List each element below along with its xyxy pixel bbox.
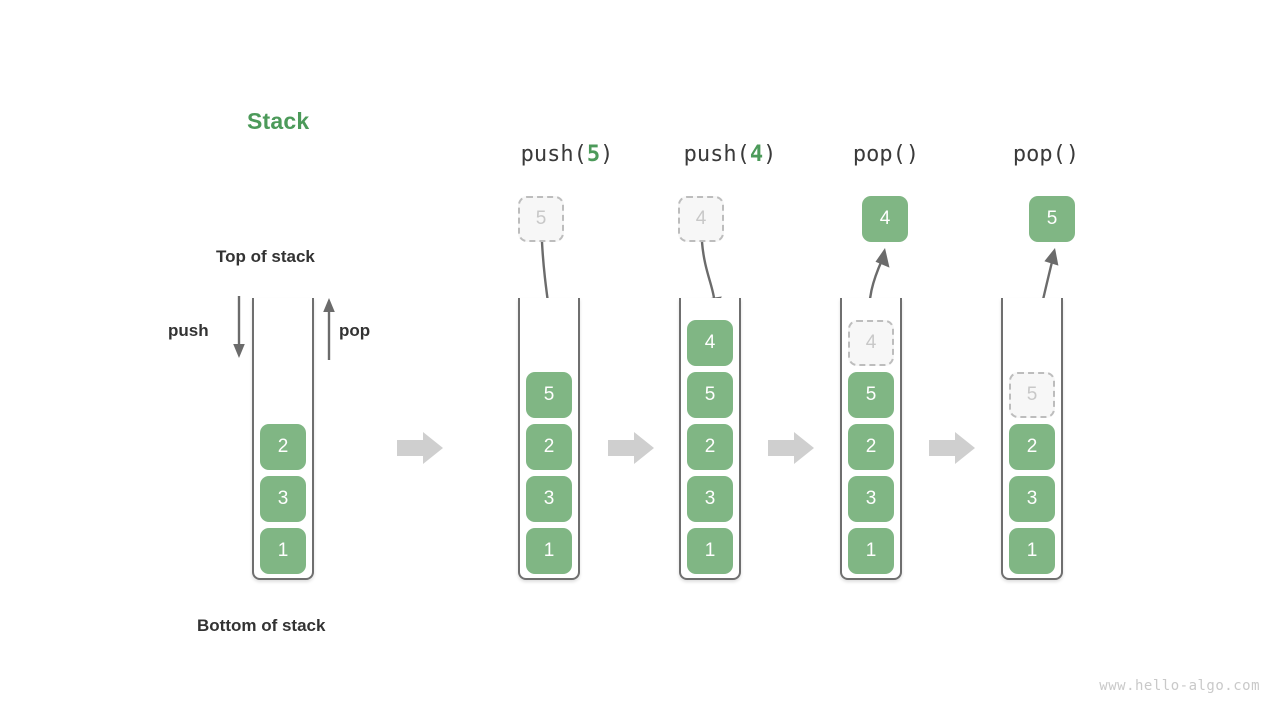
op-close: ) (905, 142, 920, 167)
page-title: Stack (247, 108, 310, 134)
stack-cell: 3 (260, 476, 306, 522)
stack-cell: 1 (526, 528, 572, 574)
watermark: www.hello-algo.com (1099, 678, 1260, 694)
op-header-push-4: push(4) (650, 142, 810, 167)
block-arrow-right-icon (608, 432, 654, 464)
stack-ghost-cell: 5 (1009, 372, 1055, 418)
stack-cell: 3 (687, 476, 733, 522)
floating-ghost-cell: 4 (678, 196, 724, 242)
block-arrow-right-icon (929, 432, 975, 464)
block-arrow-right-icon (768, 432, 814, 464)
op-close: ) (600, 142, 614, 167)
block-arrow-right-icon (397, 432, 443, 464)
top-of-stack-label: Top of stack (216, 247, 315, 266)
stack-cell: 2 (526, 424, 572, 470)
floating-popped-cell: 5 (1029, 196, 1075, 242)
stack-cell: 1 (687, 528, 733, 574)
op-header-pop-1: pop() (806, 142, 966, 167)
op-arg: 5 (586, 142, 601, 167)
push-label: push (168, 321, 209, 340)
stack-cell: 2 (1009, 424, 1055, 470)
stack-cell: 5 (526, 372, 572, 418)
op-fn: push( (683, 142, 750, 167)
stack-cell: 2 (260, 424, 306, 470)
bottom-of-stack-label: Bottom of stack (197, 616, 326, 635)
floating-ghost-cell: 5 (518, 196, 564, 242)
arrow-down-icon (233, 296, 245, 358)
stack-cell: 5 (848, 372, 894, 418)
op-header-pop-2: pop() (966, 142, 1126, 167)
op-close: ) (763, 142, 777, 167)
stack-cell: 2 (848, 424, 894, 470)
pop-label: pop (339, 321, 371, 340)
op-close: ) (1065, 142, 1080, 167)
stack-cell: 1 (1009, 528, 1055, 574)
op-fn: push( (520, 142, 587, 167)
stack-cell: 4 (687, 320, 733, 366)
op-fn: pop( (852, 142, 906, 167)
op-arg: 4 (749, 142, 764, 167)
stack-cell: 3 (526, 476, 572, 522)
stack-ghost-cell: 4 (848, 320, 894, 366)
stack-cell: 3 (848, 476, 894, 522)
floating-popped-cell: 4 (862, 196, 908, 242)
stack-cell: 5 (687, 372, 733, 418)
stack-cell: 1 (848, 528, 894, 574)
op-fn: pop( (1012, 142, 1066, 167)
op-header-push-5: push(5) (487, 142, 647, 167)
stack-cell: 2 (687, 424, 733, 470)
arrow-up-icon (323, 298, 335, 360)
stack-cell: 1 (260, 528, 306, 574)
stack-cell: 3 (1009, 476, 1055, 522)
